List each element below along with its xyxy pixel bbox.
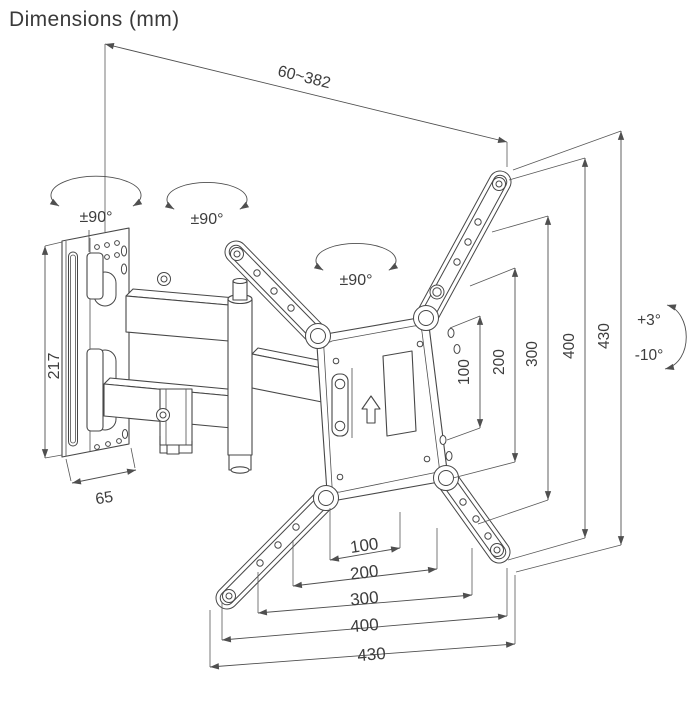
dim-label-horizontal-100: 100 (349, 534, 380, 557)
elbow-hinge-post (227, 277, 253, 474)
dimension-extension-range: 60~382 (104, 43, 508, 232)
hinge-nut-top (157, 272, 171, 286)
page-title: Dimensions (mm) (9, 8, 180, 31)
dim-label-horizontal-400: 400 (350, 615, 380, 636)
wall-plate (61, 227, 130, 458)
hinge-knuckle-top (86, 252, 104, 300)
up-arrow-icon (361, 395, 381, 424)
hinge-knuckle-bottom (86, 348, 104, 432)
dimension-horizontal-300: 300 (257, 548, 473, 616)
swivel-label-wall: ±90° (80, 209, 113, 226)
dimension-vertical-400: 400 (507, 157, 589, 561)
tilt-down-label: -10° (635, 347, 664, 364)
bracket-arm-top-left (224, 240, 330, 348)
bracket-arm-bottom-right (434, 466, 511, 564)
dimension-horizontal-430: 430 (209, 575, 516, 670)
bracket-arm-bottom-left (215, 486, 338, 610)
dim-label-horizontal-300: 300 (349, 588, 379, 610)
dimension-wall-plate-depth: 65 (65, 447, 137, 509)
swivel-indicator-plate: ±90° (313, 243, 399, 289)
dimension-horizontal-100: 100 (329, 508, 401, 562)
dim-label-vertical-400: 400 (561, 333, 578, 359)
tilt-indicator: +3° -10° (635, 304, 687, 370)
swivel-label-plate: ±90° (340, 272, 373, 289)
swivel-label-elbow: ±90° (191, 211, 224, 228)
vesa-plate (305, 305, 461, 511)
locking-lever (331, 368, 353, 438)
dimension-vertical-300: 300 (477, 215, 552, 525)
dim-label-vertical-100: 100 (456, 359, 473, 385)
swivel-indicator-elbow: ±90° (164, 182, 250, 228)
dim-label-vertical-430: 430 (596, 323, 613, 349)
dim-label-horizontal-200: 200 (349, 561, 379, 583)
dim-label-vertical-300: 300 (524, 341, 541, 367)
vesa-plate-holes (332, 328, 461, 481)
dimension-vertical-430: 430 (512, 130, 625, 573)
corner-bosses (305, 305, 459, 511)
tilt-up-label: +3° (637, 312, 661, 329)
dimension-horizontal-400: 400 (221, 568, 508, 643)
dim-label-wall-plate-height: 217 (46, 353, 63, 380)
dim-label-wall-plate-depth: 65 (94, 489, 114, 509)
bracket-arm-top-right (414, 170, 512, 330)
dimension-wall-plate-height: 217 (41, 241, 63, 459)
dimension-vertical-100: 100 (446, 315, 484, 441)
dimension-vertical-200: 200 (452, 267, 519, 479)
plate-cutout (382, 350, 417, 437)
dim-label-vertical-200: 200 (491, 349, 508, 375)
articulating-arm (103, 272, 339, 474)
dim-label-horizontal-430: 430 (357, 644, 387, 665)
dimension-horizontal-200: 200 (292, 528, 438, 589)
swivel-indicator-wall: ±90° (49, 175, 143, 252)
hinge-nut-bottom (156, 408, 170, 422)
